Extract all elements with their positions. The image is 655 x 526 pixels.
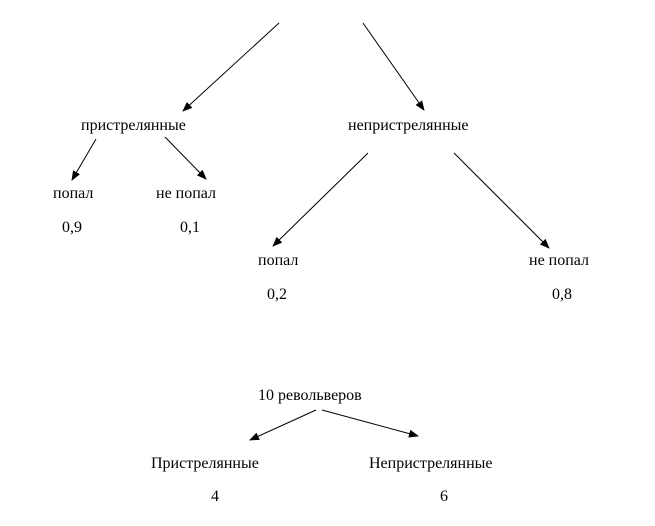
node-not-zeroed-miss-label: не попал [529,252,590,269]
node-zeroed-count-label: Пристрелянные [151,455,259,472]
node-not-zeroed-hit-label: попал [258,252,299,269]
count-not-zeroed: 6 [440,488,448,505]
prob-not-zeroed-miss: 0,8 [552,286,572,303]
arrow-not-zeroed-to-miss [453,152,550,249]
node-zeroed-hit-label: попал [53,185,94,202]
prob-zeroed-hit: 0,9 [62,219,82,236]
node-not-zeroed-label: непристрелянные [348,117,469,134]
arrow-revolvers-to-zeroed [249,409,317,441]
node-revolvers-root: 10 револьверов [258,387,362,404]
prob-not-zeroed-hit: 0,2 [267,286,287,303]
arrow-root-to-not-zeroed [362,22,425,111]
node-not-zeroed-count-label: Непристрелянные [369,455,493,472]
node-zeroed-miss-label: не попал [156,185,217,202]
prob-zeroed-miss: 0,1 [180,219,200,236]
node-zeroed-label: пристрелянные [81,117,186,134]
arrow-zeroed-to-miss [164,136,207,180]
arrow-revolvers-to-not-zeroed [321,409,419,438]
count-zeroed: 4 [211,488,219,505]
arrow-not-zeroed-to-hit [272,152,369,247]
arrow-root-to-zeroed [182,22,280,112]
arrow-zeroed-to-hit [71,138,97,181]
